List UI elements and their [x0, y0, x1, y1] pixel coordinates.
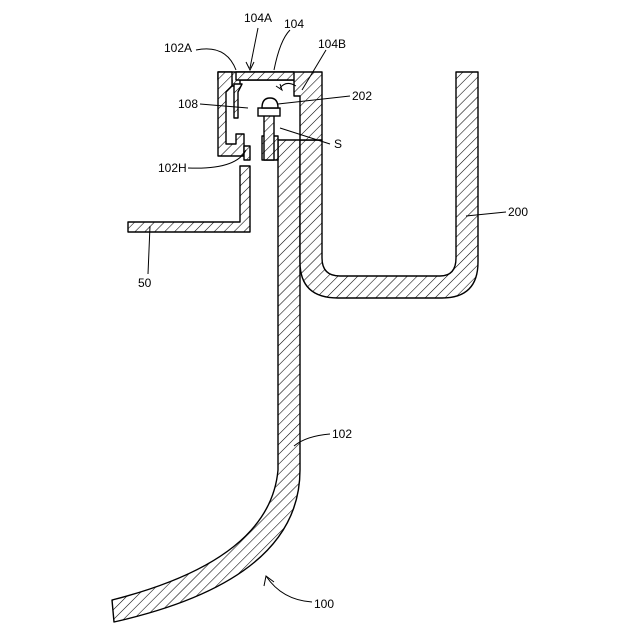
- frame-50: [128, 166, 250, 232]
- lead-102A: [196, 49, 236, 70]
- screw-head: [258, 108, 280, 116]
- label-100: 100: [314, 597, 334, 611]
- panel-102: [112, 140, 300, 622]
- screw-S: [264, 114, 274, 160]
- cover-104A: [236, 72, 294, 80]
- label-200: 200: [508, 205, 528, 219]
- lip-102H: [244, 146, 250, 160]
- label-104B: 104B: [318, 37, 346, 51]
- label-104A: 104A: [244, 11, 272, 25]
- clip-108: [234, 84, 242, 118]
- lead-50: [148, 226, 150, 274]
- lead-100: [266, 576, 312, 602]
- label-104: 104: [284, 17, 304, 31]
- label-50: 50: [138, 276, 152, 290]
- label-102: 102: [332, 427, 352, 441]
- label-S: S: [334, 137, 342, 151]
- label-108: 108: [178, 97, 198, 111]
- label-102A: 102A: [164, 41, 192, 55]
- lead-104: [274, 30, 290, 70]
- bracket-200: [300, 72, 478, 298]
- label-102H: 102H: [158, 161, 187, 175]
- label-202: 202: [352, 89, 372, 103]
- snap-104B-arrow: [276, 84, 282, 90]
- nut-202: [262, 98, 278, 108]
